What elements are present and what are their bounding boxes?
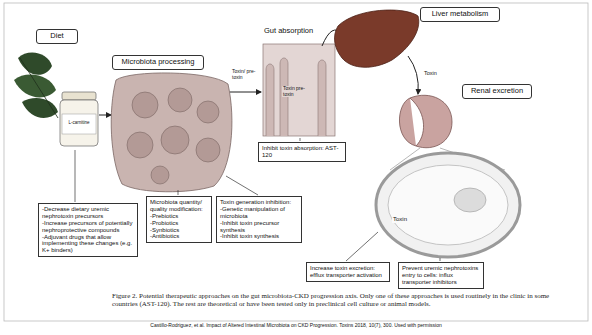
box-text: Inhibit toxin absorption: AST-120: [262, 145, 342, 159]
intestinal-wall: [263, 44, 335, 136]
therapy-box: Inhibit toxin absorption: AST-120: [258, 142, 346, 162]
box-line: -Inhibit toxin precursor synthesis: [220, 220, 298, 234]
therapy-box: -Decrease dietary uremic nephrotoxin pre…: [38, 203, 138, 257]
box-text: Microbiota processing: [116, 58, 200, 67]
stage-box: Liver metabolism: [420, 7, 500, 22]
box-line: -Prebiotics: [150, 213, 208, 220]
kidney-drawing: [399, 95, 452, 147]
box-line: -Increase precursors of potentially neph…: [42, 220, 134, 234]
jar-label: L-carnitine: [64, 121, 94, 126]
stage-box: Renal excretion: [462, 84, 532, 99]
box-line: -Inhibit toxin synthesis: [220, 233, 298, 240]
box-text: Toxin generation inhibition:: [220, 199, 298, 206]
box-line: -Synbiotics: [150, 227, 208, 234]
therapy-box: Increase toxin excretion: efflux transpo…: [306, 262, 390, 282]
stage-box: Microbiota processing: [112, 55, 204, 70]
flow-arrow: [230, 92, 261, 93]
box-text: -Decrease dietary uremic nephrotoxin pre…: [42, 206, 134, 220]
flow-arrow: [99, 115, 111, 116]
gut-drawing: [111, 73, 232, 192]
box-text: Diet: [40, 32, 74, 41]
toxin-label: Toxin/ pre-toxin: [232, 69, 260, 80]
toxin-label: Toxin: [424, 70, 454, 76]
toxin-label: Toxin pre-toxin: [282, 86, 316, 97]
stage-box: Diet: [36, 29, 78, 44]
box-text: Liver metabolism: [424, 10, 496, 19]
figure-frame: [4, 3, 588, 321]
flow-arrow: [408, 56, 418, 94]
stage-label: Gut absorption: [264, 27, 344, 35]
liver-drawing: [335, 10, 419, 67]
box-text: Renal excretion: [466, 87, 528, 96]
renal-cell: [376, 153, 520, 257]
box-line: -Antibiotics: [150, 233, 208, 240]
source-note: Castillo-Rodriguez, et al. Impact of Alt…: [0, 323, 592, 329]
figure-caption: Figure 2. Potential therapeutic approach…: [112, 292, 556, 309]
box-line: -Adjuvant drugs that allow implementing …: [42, 234, 134, 255]
toxin-label: Toxin: [392, 216, 408, 223]
box-line: -Probiotics: [150, 220, 208, 227]
box-text: Microbiota quantity/ quality modificatio…: [150, 199, 208, 213]
supplement-jar: [60, 92, 98, 146]
leaves-drawing: [14, 52, 58, 118]
therapy-box: Microbiota quantity/ quality modificatio…: [146, 196, 212, 243]
box-line: -Genetic manipulation of microbiota: [220, 206, 298, 220]
therapy-box: Prevent uremic nephrotoxins entry to cel…: [398, 262, 484, 289]
therapy-box: Toxin generation inhibition:-Genetic man…: [216, 196, 302, 243]
box-text: Prevent uremic nephrotoxins entry to cel…: [402, 265, 480, 286]
box-text: Increase toxin excretion: efflux transpo…: [310, 265, 386, 279]
